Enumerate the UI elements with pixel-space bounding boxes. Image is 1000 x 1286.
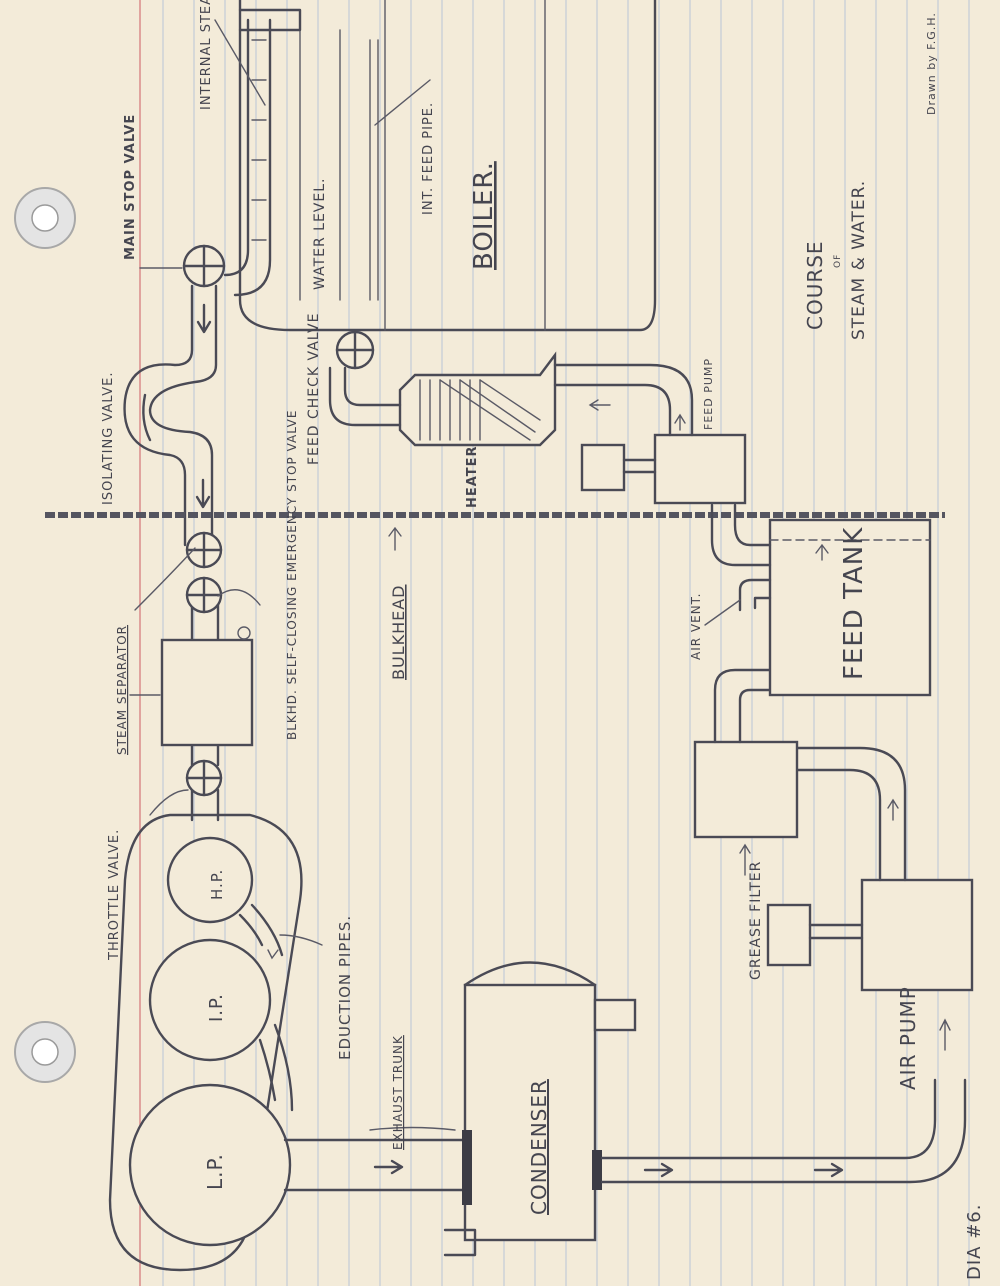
- main-stop-valve: [182, 244, 226, 288]
- svg-text:CONDENSER: CONDENSER: [527, 1079, 551, 1215]
- heater-to-boiler-pipe: [328, 366, 402, 427]
- label-feed-check-valve: FEED CHECK VALVE: [306, 313, 322, 465]
- lp-cylinder: [128, 1083, 292, 1247]
- svg-text:INTERNAL STEAM PIPE: INTERNAL STEAM PIPE: [199, 0, 214, 110]
- label-heater: HEATER: [465, 445, 480, 508]
- steam-separator: [160, 638, 254, 747]
- svg-text:ISOLATING VALVE.: ISOLATING VALVE.: [101, 372, 116, 505]
- label-air-pump: AIR PUMP: [896, 986, 920, 1090]
- label-boiler: BOILER.: [469, 161, 499, 270]
- label-emergency-stop-valve: BLKHD. SELF-CLOSING EMERGENCY STOP VALVE: [285, 410, 299, 740]
- air-pump-discharge: [795, 746, 907, 882]
- label-throttle-valve: THROTTLE VALVE.: [107, 829, 122, 961]
- title-line-3: STEAM & WATER.: [849, 180, 869, 340]
- svg-text:GREASE FILTER: GREASE FILTER: [748, 861, 764, 980]
- title-line-2: OF: [833, 254, 843, 268]
- svg-text:OF: OF: [833, 254, 843, 268]
- label-exhaust-trunk: EXHAUST TRUNK: [391, 1035, 405, 1150]
- separator-drain: [237, 626, 251, 640]
- label-ip: I.P.: [206, 993, 227, 1022]
- label-grease-filter: GREASE FILTER: [748, 861, 764, 980]
- emergency-stop-valve: [185, 576, 223, 614]
- air-pump: [766, 878, 974, 1051]
- label-water-level: WATER LEVEL.: [312, 178, 328, 290]
- feed-pump: [580, 433, 747, 505]
- pump-to-heater-pipe: [553, 363, 694, 437]
- svg-text:MAIN STOP VALVE: MAIN STOP VALVE: [123, 114, 138, 260]
- label-air-vent: AIR VENT.: [689, 593, 703, 660]
- svg-text:H.P.: H.P.: [208, 869, 226, 900]
- signature: Drawn by F.G.H.: [925, 12, 938, 115]
- throttle-valve: [185, 759, 223, 797]
- svg-text:EDUCTION PIPES.: EDUCTION PIPES.: [336, 915, 354, 1060]
- label-int-feed-pipe: INT. FEED PIPE.: [421, 102, 436, 215]
- svg-text:STEAM SEPARATOR: STEAM SEPARATOR: [115, 625, 129, 755]
- svg-text:STEAM & WATER.: STEAM & WATER.: [849, 180, 869, 340]
- label-hp: H.P.: [208, 869, 226, 900]
- svg-text:AIR VENT.: AIR VENT.: [689, 593, 703, 660]
- svg-text:WATER LEVEL.: WATER LEVEL.: [312, 178, 328, 290]
- binder-hole-bottom: [14, 1021, 76, 1083]
- diagram-number: DIA #6.: [964, 1204, 985, 1280]
- steam-line: [123, 284, 220, 822]
- heater: [398, 351, 557, 447]
- svg-text:HEATER: HEATER: [465, 445, 480, 508]
- svg-text:L.P.: L.P.: [203, 1153, 227, 1190]
- feed-check-valve: [335, 330, 375, 370]
- exhaust-trunk: [283, 1138, 467, 1192]
- svg-text:AIR PUMP: AIR PUMP: [896, 986, 920, 1090]
- title-line-1: COURSE: [803, 240, 827, 330]
- label-bulkhead: BULKHEAD: [389, 585, 408, 681]
- svg-text:FEED CHECK VALVE: FEED CHECK VALVE: [306, 313, 322, 465]
- svg-text:INT. FEED PIPE.: INT. FEED PIPE.: [421, 102, 436, 215]
- air-vent: [738, 578, 772, 612]
- svg-text:I.P.: I.P.: [206, 993, 227, 1022]
- feed-tank: [768, 518, 932, 697]
- svg-text:FEED TANK: FEED TANK: [839, 527, 869, 680]
- svg-text:FEED PUMP: FEED PUMP: [702, 358, 715, 430]
- grease-filter-arrow: [739, 843, 751, 876]
- steam-flow-arrows: [142, 303, 212, 509]
- hp-cylinder: [166, 836, 254, 924]
- tank-to-pump-pipe: [710, 503, 829, 567]
- isolating-valve: [185, 531, 223, 569]
- label-internal-steam-pipe: INTERNAL STEAM PIPE: [199, 0, 214, 110]
- svg-text:BLKHD. SELF-CLOSING EMERGENCY: BLKHD. SELF-CLOSING EMERGENCY STOP VALVE: [285, 410, 299, 740]
- svg-text:Drawn by F.G.H.: Drawn by F.G.H.: [925, 12, 938, 115]
- filter-to-tank-pipe: [713, 668, 772, 744]
- svg-text:BULKHEAD: BULKHEAD: [389, 585, 408, 681]
- svg-text:COURSE: COURSE: [803, 240, 827, 330]
- label-lp: L.P.: [203, 1153, 227, 1190]
- label-feed-pump: FEED PUMP: [702, 358, 715, 430]
- svg-text:THROTTLE VALVE.: THROTTLE VALVE.: [107, 829, 122, 961]
- label-condenser: CONDENSER: [527, 1079, 551, 1215]
- leader-lines: [129, 19, 741, 1131]
- condensate-line: [600, 1078, 967, 1184]
- label-main-stop-valve: MAIN STOP VALVE: [123, 114, 138, 260]
- eduction-pipes: [238, 903, 294, 1112]
- boiler: [238, 0, 657, 332]
- label-eduction-pipes: EDUCTION PIPES.: [336, 915, 354, 1060]
- svg-text:BOILER.: BOILER.: [469, 161, 499, 270]
- binder-hole-top: [14, 187, 76, 249]
- bulkhead: [45, 512, 945, 551]
- grease-filter: [693, 740, 799, 839]
- condenser: [443, 961, 637, 1257]
- label-feed-tank: FEED TANK: [839, 527, 869, 680]
- internal-steam-pipe: [223, 18, 272, 297]
- ip-cylinder: [148, 938, 272, 1062]
- svg-text:EXHAUST TRUNK: EXHAUST TRUNK: [391, 1035, 405, 1150]
- label-steam-separator: STEAM SEPARATOR: [115, 625, 129, 755]
- engine-casing: [108, 813, 303, 1272]
- label-isolating-valve: ISOLATING VALVE.: [101, 372, 116, 505]
- svg-text:DIA #6.: DIA #6.: [964, 1204, 985, 1280]
